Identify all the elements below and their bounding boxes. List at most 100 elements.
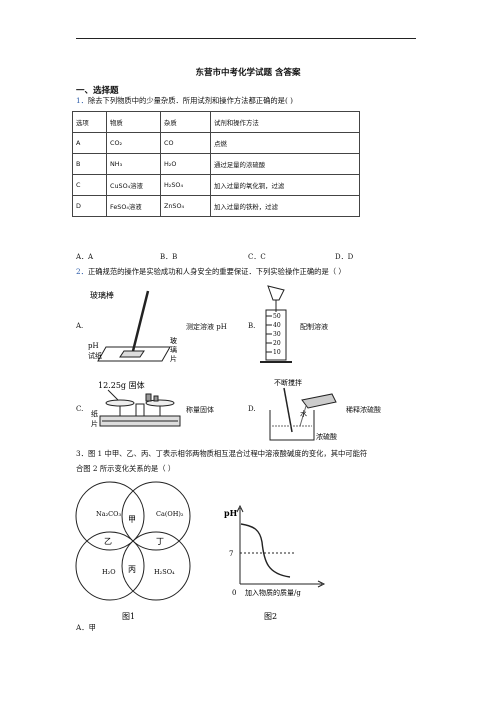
glass-label-3: 片 bbox=[170, 354, 177, 363]
acid-bottle bbox=[301, 393, 337, 409]
table-header-row: 选项 物质 杂质 试剂和操作方法 bbox=[72, 111, 360, 133]
ph-paper bbox=[119, 350, 145, 358]
figure-1-caption: 图1 bbox=[122, 612, 135, 621]
option-c-letter[interactable]: C. bbox=[76, 405, 84, 413]
ph-paper-label-2: 试纸 bbox=[88, 351, 102, 360]
label-na2co3: Na₂CO₃ bbox=[96, 510, 121, 518]
cylinder-body bbox=[265, 309, 287, 361]
table-cell: CO bbox=[160, 132, 211, 154]
choice-b[interactable]: B．B bbox=[160, 253, 178, 261]
region-jia: 甲 bbox=[128, 515, 136, 524]
figure-dilution: 不断搅拌 水 浓硫酸 bbox=[269, 378, 337, 441]
question-3-line-2: 合图 2 所示变化关系的是（ ） bbox=[76, 464, 176, 473]
circle-h2o bbox=[75, 531, 145, 601]
table-cell: H₂O bbox=[160, 153, 211, 175]
x-arrow bbox=[317, 580, 326, 588]
paper-label-2: 片 bbox=[91, 419, 98, 428]
table-header-cell: 选项 bbox=[72, 111, 107, 133]
top-rule bbox=[76, 38, 416, 39]
answer-option-a[interactable]: A．甲 bbox=[76, 623, 96, 632]
table-cell: H₂SO₄ bbox=[160, 174, 211, 196]
table-cell: C bbox=[72, 174, 107, 196]
table-cell: 加入过量的铁粉，过滤 bbox=[210, 195, 360, 217]
figure-2-caption: 图2 bbox=[264, 612, 277, 621]
center-post bbox=[135, 403, 145, 417]
option-a-caption: 测定溶液 pH bbox=[186, 323, 227, 331]
question-2: 2．正确规范的操作是实验成功和人身安全的重要保证．下列实验操作正确的是（ ） bbox=[76, 266, 346, 278]
table-row: B NH₃ H₂O 通过足量的浓硫酸 bbox=[72, 153, 360, 175]
table-cell: FeSO₄溶液 bbox=[106, 195, 161, 217]
tick-label: 20 bbox=[273, 340, 281, 347]
pointer-line bbox=[107, 389, 119, 401]
acid-label: 浓硫酸 bbox=[316, 432, 337, 441]
tick-label: 40 bbox=[273, 322, 281, 329]
table-row: D FeSO₄溶液 ZnSO₄ 加入过量的铁粉，过滤 bbox=[72, 195, 360, 217]
section-heading: 一、选择题 bbox=[76, 86, 119, 96]
y-axis-label: pH bbox=[224, 508, 238, 518]
acid-stream bbox=[299, 405, 307, 427]
choice-c[interactable]: C．C bbox=[248, 253, 266, 261]
question-number: 2． bbox=[76, 267, 88, 276]
water-label: 水 bbox=[300, 409, 307, 418]
x-axis-label: 加入物质的质量/g bbox=[245, 588, 301, 597]
ph-paper-label-1: pH bbox=[88, 342, 99, 350]
table-cell: D bbox=[72, 195, 107, 217]
option-d-caption: 稀释浓硫酸 bbox=[346, 406, 381, 414]
label-h2o: H₂O bbox=[102, 568, 116, 576]
circle-na2co3 bbox=[75, 481, 145, 551]
origin-label: 0 bbox=[232, 589, 236, 597]
option-b-letter[interactable]: B. bbox=[248, 322, 256, 330]
stir-label: 不断搅拌 bbox=[274, 378, 302, 387]
funnel-shape bbox=[267, 285, 285, 301]
table-cell: NH₃ bbox=[106, 153, 161, 175]
table-cell: B bbox=[72, 153, 107, 175]
option-c-caption: 称量固体 bbox=[186, 406, 214, 414]
tick-label: 50 bbox=[273, 313, 281, 320]
weight bbox=[153, 395, 159, 402]
figure-2-ph-curve: pH 7 0 加入物质的质量/g 图2 bbox=[224, 504, 326, 621]
region-ding: 丁 bbox=[156, 537, 164, 546]
question-number: 1． bbox=[76, 96, 88, 105]
table-cell: 加入过量的氧化铜，过滤 bbox=[210, 174, 360, 196]
solid-label: 12.25g 固体 bbox=[98, 380, 145, 390]
question-text: 除去下列物质中的少量杂质．所用试剂和操作方法都正确的是( ) bbox=[87, 96, 293, 105]
table-row: A CO₂ CO 点燃 bbox=[72, 132, 360, 154]
table-row: C CuSO₄溶液 H₂SO₄ 加入过量的氧化铜，过滤 bbox=[72, 174, 360, 196]
question-text: 正确规范的操作是实验成功和人身安全的重要保证．下列实验操作正确的是（ ） bbox=[87, 267, 346, 276]
region-yi: 乙 bbox=[104, 537, 112, 546]
label-h2so4: H₂SO₄ bbox=[154, 568, 175, 576]
region-bing: 丙 bbox=[128, 565, 136, 574]
circle-caoh2 bbox=[121, 481, 191, 551]
question-1: 1．除去下列物质中的少量杂质．所用试剂和操作方法都正确的是( ) bbox=[76, 95, 293, 107]
figure-1-venn: Na₂CO₃ Ca(OH)₂ H₂O H₂SO₄ 甲 乙 丙 丁 图1 bbox=[75, 481, 191, 621]
table-header-cell: 试剂和操作方法 bbox=[210, 111, 360, 133]
glass-plate bbox=[97, 346, 171, 362]
glass-rod bbox=[130, 290, 150, 356]
paper-label-1: 纸 bbox=[91, 409, 98, 418]
stir-rod bbox=[283, 387, 293, 433]
question-3-line-1: 3．图 1 中甲、乙、丙、丁表示相邻两物质相互混合过程中溶液酸碱度的变化，其中可… bbox=[76, 449, 368, 458]
tick-label: 10 bbox=[273, 349, 281, 356]
figure-cylinder: 50 40 30 20 10 bbox=[260, 285, 292, 363]
glass-label-2: 璃 bbox=[170, 345, 177, 354]
table-cell: A bbox=[72, 132, 107, 154]
beaker bbox=[269, 410, 315, 441]
options-table: 选项 物质 杂质 试剂和操作方法 A CO₂ CO 点燃 B NH₃ H₂O 通… bbox=[72, 111, 360, 217]
weight bbox=[145, 393, 152, 402]
choice-d[interactable]: D．D bbox=[335, 253, 354, 261]
neutral-mark: 7 bbox=[229, 550, 233, 558]
tick-label: 30 bbox=[273, 331, 281, 338]
left-pan bbox=[105, 399, 135, 407]
page-title: 东营市中考化学试题 含答案 bbox=[195, 68, 301, 78]
y-arrow bbox=[236, 504, 244, 513]
table-cell: CO₂ bbox=[106, 132, 161, 154]
choice-a[interactable]: A．A bbox=[76, 253, 94, 261]
option-a-letter[interactable]: A. bbox=[76, 322, 84, 330]
ph-curve bbox=[240, 523, 291, 578]
option-d-letter[interactable]: D. bbox=[248, 405, 256, 413]
option-b-caption: 配制溶液 bbox=[300, 323, 328, 331]
table-cell: 点燃 bbox=[210, 132, 360, 154]
table-cell: ZnSO₄ bbox=[160, 195, 211, 217]
glass-label-1: 玻 bbox=[170, 336, 177, 345]
